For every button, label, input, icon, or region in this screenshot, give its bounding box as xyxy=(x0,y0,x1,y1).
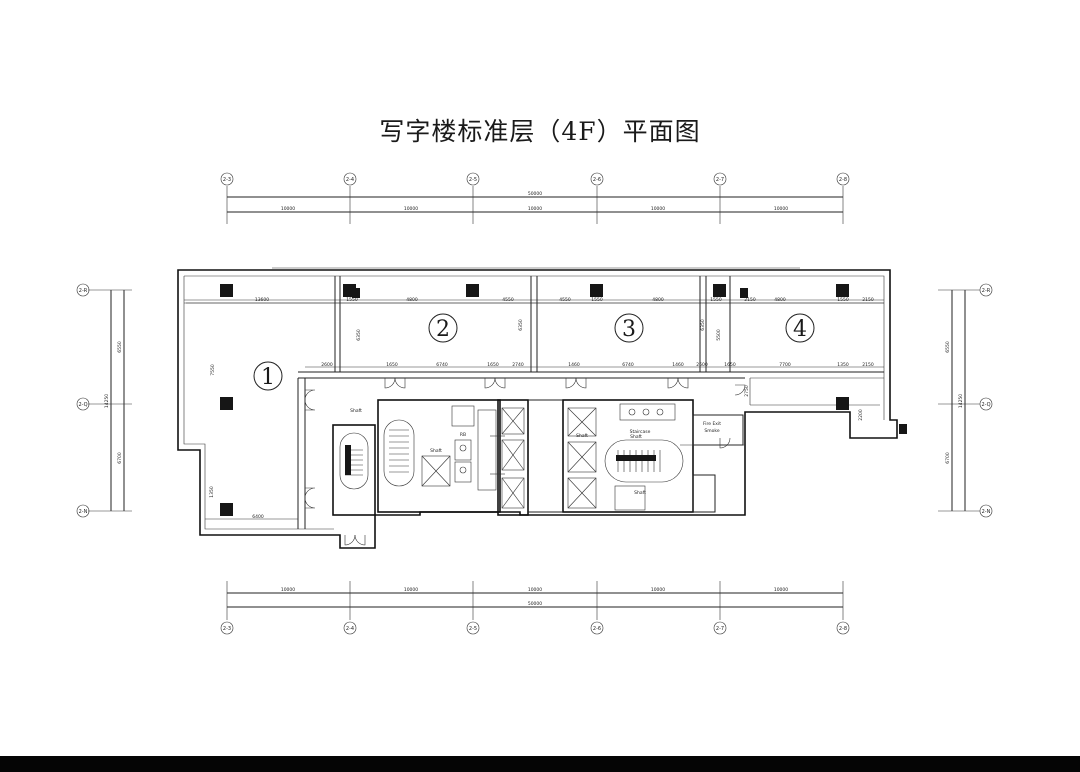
axis-bubble-label: 2-4 xyxy=(346,177,354,183)
axis-bubble-label: 2-8 xyxy=(839,626,847,632)
inner-dim: 1550 xyxy=(346,297,358,303)
bottom-span-dim: 10000 xyxy=(528,587,542,593)
inner-dim: 6400 xyxy=(252,514,264,520)
core-label: RB xyxy=(460,432,466,438)
inner-dim: 4800 xyxy=(406,297,418,303)
inner-dim: 2150 xyxy=(862,297,874,303)
right-total-dim: 14250 xyxy=(958,394,964,408)
inner-dim: 13600 xyxy=(255,297,269,303)
core-label: Shaft xyxy=(430,448,442,454)
inner-dim: 2150 xyxy=(744,297,756,303)
core-label: Shaft xyxy=(630,434,642,440)
room-number-1: 1 xyxy=(261,365,275,390)
bottom-span-dim: 10000 xyxy=(281,587,295,593)
axis-bubble-label: 2-N xyxy=(79,509,88,515)
core-label: Smoke xyxy=(704,428,719,434)
inner-dim: 2200 xyxy=(858,409,864,421)
inner-dim: 6350 xyxy=(700,319,706,331)
inner-dim: 4550 xyxy=(559,297,571,303)
inner-dim: 1550 xyxy=(837,297,849,303)
axis-bubble-label: 2-6 xyxy=(593,626,601,632)
bottom-dimension-chain: 10000 10000 10000 10000 10000 50000 xyxy=(226,581,844,620)
top-span-dim: 10000 xyxy=(404,206,418,212)
axis-bubble-label: 2-6 xyxy=(593,177,601,183)
axis-bubble-label: 2-4 xyxy=(346,626,354,632)
inner-dim: 4550 xyxy=(502,297,514,303)
inner-dim: 7550 xyxy=(210,364,216,376)
inner-dim: 6350 xyxy=(518,319,524,331)
inner-dim: 6350 xyxy=(356,329,362,341)
inner-dim: 1550 xyxy=(710,297,722,303)
inner-dim: 4800 xyxy=(774,297,786,303)
top-span-dim: 10000 xyxy=(774,206,788,212)
inner-dim: 2600 xyxy=(696,362,708,368)
axis-bubble-label: 2-3 xyxy=(223,177,231,183)
axis-bubble-label: 2-R xyxy=(79,288,88,294)
axis-bubble-label: 2-R xyxy=(982,288,991,294)
top-total-dim: 50000 xyxy=(528,191,542,197)
structural-columns xyxy=(220,284,907,516)
inner-dim: 2750 xyxy=(744,385,750,397)
inner-dim: 1350 xyxy=(209,486,215,498)
top-dimension-chain: 50000 10000 10000 10000 10000 10000 xyxy=(226,186,844,224)
bottom-axis-bubbles: 2-3 2-4 2-5 2-6 2-7 2-8 xyxy=(220,621,850,635)
left-dimension-chain: 6550 6700 14250 2-R 2-Q 2-N xyxy=(76,283,132,518)
axis-bubble-label: 2-3 xyxy=(223,626,231,632)
top-span-dim: 10000 xyxy=(651,206,665,212)
inner-dim: 5500 xyxy=(716,329,722,341)
axis-bubble-label: 2-8 xyxy=(839,177,847,183)
core-label: Shaft xyxy=(350,408,362,414)
inner-dim: 1550 xyxy=(591,297,603,303)
left-span-dim: 6700 xyxy=(117,452,123,464)
axis-bubble-label: 2-Q xyxy=(981,402,990,408)
bottom-bar xyxy=(0,756,1080,772)
room-number-3: 3 xyxy=(622,317,636,342)
inner-dim: 1460 xyxy=(568,362,580,368)
left-total-dim: 14250 xyxy=(104,394,110,408)
bottom-span-dim: 10000 xyxy=(774,587,788,593)
core-label: Fire Exit xyxy=(703,421,721,427)
right-span-dim: 6700 xyxy=(945,452,951,464)
axis-bubble-label: 2-5 xyxy=(469,177,477,183)
inner-dim: 1460 xyxy=(672,362,684,368)
plan-title: 写字楼标准层（4F）平面图 xyxy=(379,117,701,146)
inner-dim: 6740 xyxy=(436,362,448,368)
right-span-dim: 6550 xyxy=(945,341,951,353)
inner-dim: 1650 xyxy=(386,362,398,368)
core-label: Shaft xyxy=(576,433,588,439)
axis-bubble-label: 2-N xyxy=(982,509,991,515)
axis-bubble-label: 2-7 xyxy=(716,626,724,632)
inner-dim: 2150 xyxy=(862,362,874,368)
axis-bubble-label: 2-7 xyxy=(716,177,724,183)
room-number-2: 2 xyxy=(436,317,450,342)
core-label: Staircase xyxy=(630,429,651,435)
top-span-dim: 10000 xyxy=(528,206,542,212)
bottom-span-dim: 10000 xyxy=(651,587,665,593)
inner-dim: 1650 xyxy=(724,362,736,368)
floor-plan: 50000 10000 10000 10000 10000 10000 2-3 … xyxy=(76,172,993,635)
right-dimension-chain: 6550 6700 14250 2-R 2-Q 2-N xyxy=(938,283,993,518)
inner-dim: 1350 xyxy=(837,362,849,368)
inner-dim: 4800 xyxy=(652,297,664,303)
inner-dim: 2740 xyxy=(512,362,524,368)
building-core: Shaft RB Shaft Shaft Shaft xyxy=(332,399,745,516)
doors xyxy=(304,377,746,546)
bottom-total-dim: 50000 xyxy=(528,601,542,607)
inner-dim: 2600 xyxy=(321,362,333,368)
inner-dim: 1650 xyxy=(487,362,499,368)
inner-dim: 6740 xyxy=(622,362,634,368)
left-span-dim: 6550 xyxy=(117,341,123,353)
top-axis-bubbles: 2-3 2-4 2-5 2-6 2-7 2-8 xyxy=(220,172,850,186)
building-outline xyxy=(177,267,898,549)
axis-bubble-label: 2-5 xyxy=(469,626,477,632)
inner-dimensions: 13600 1550 4800 4550 4550 1550 4800 1550… xyxy=(186,297,884,520)
core-label: Shaft xyxy=(634,490,646,496)
room-number-4: 4 xyxy=(793,317,807,342)
inner-dim: 7700 xyxy=(779,362,791,368)
bottom-span-dim: 10000 xyxy=(404,587,418,593)
top-span-dim: 10000 xyxy=(281,206,295,212)
axis-bubble-label: 2-Q xyxy=(78,402,87,408)
room-labels: 1 2 3 4 xyxy=(253,313,815,391)
